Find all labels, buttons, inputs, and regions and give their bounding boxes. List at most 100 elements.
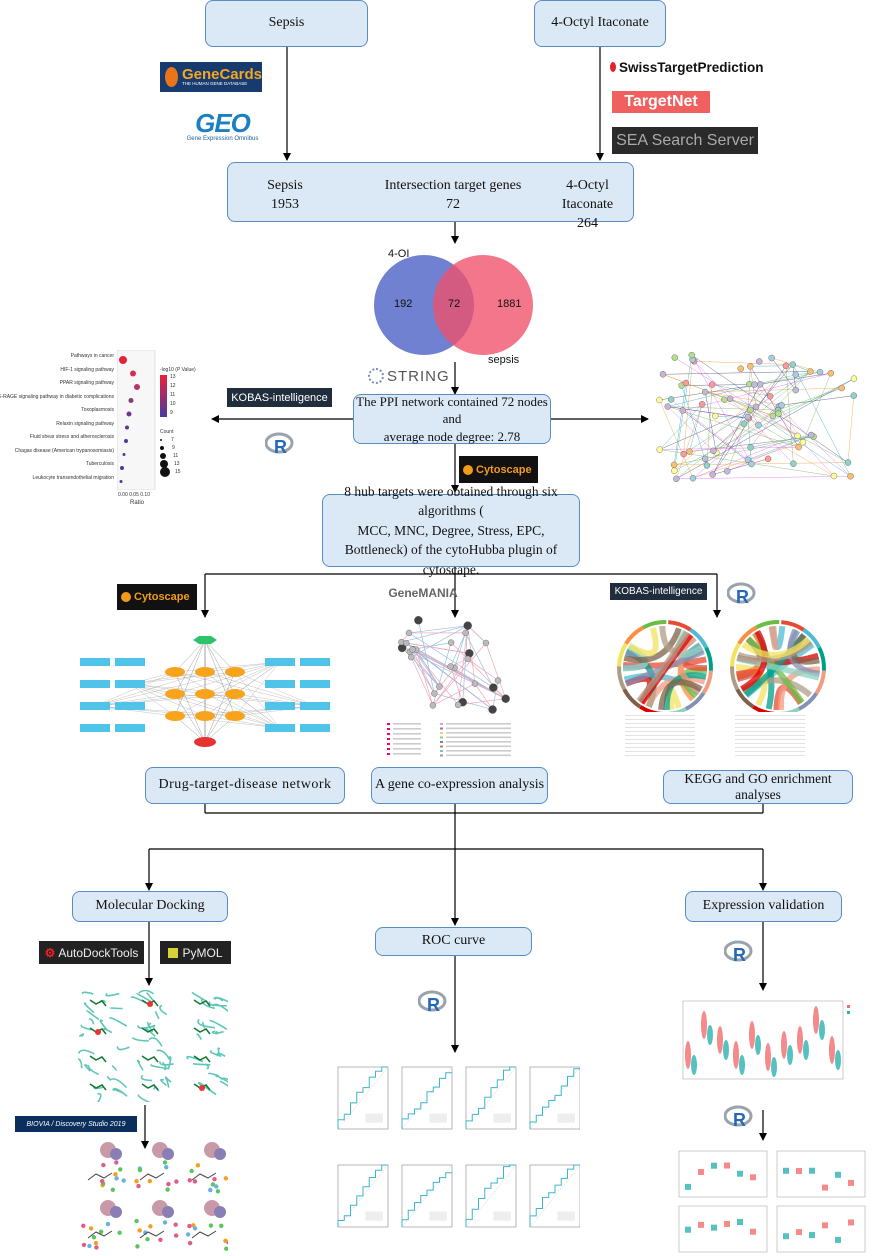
docking-helix [148, 1037, 163, 1047]
docking-helix [131, 1036, 149, 1042]
genemania-node [403, 639, 410, 647]
ds-residue [91, 1235, 97, 1240]
genemania-edge [465, 632, 494, 688]
kegg-pathway-label: HIF-1 signaling pathway [60, 366, 114, 373]
violin-normal [787, 1045, 793, 1065]
chord-arc [797, 692, 819, 711]
docking-helix [137, 1024, 156, 1029]
ds-residue [94, 1245, 99, 1250]
ds-protein-blob [214, 1206, 226, 1218]
docking-helix [109, 1006, 123, 1010]
roc-legend [557, 1113, 575, 1123]
biovia-logo: BIOVIA / Discovery Studio 2019 [15, 1116, 137, 1132]
venn-diagram: 4-OI sepsis 192 72 1881 [374, 248, 533, 365]
ppi-node [850, 392, 858, 399]
genemania-edge [408, 625, 468, 634]
ppi-node [712, 412, 719, 420]
dtd-hub-node [195, 689, 215, 699]
kegg-pathway-label: Tuberculosis [85, 461, 114, 467]
ppi-line-2: average node degree: 2.78 [383, 428, 521, 444]
ppi-edge [674, 378, 855, 472]
gm-legend-swatch [440, 736, 443, 739]
ppi-edge [659, 446, 799, 450]
genemania-edge [450, 642, 468, 660]
dtd-edge [204, 639, 236, 673]
ppi-node [766, 393, 774, 400]
ppi-edge [706, 384, 713, 466]
genemania-edge [408, 632, 494, 688]
hub-line-1: 8 hub targets were obtained through six … [344, 483, 558, 519]
ppi-node [671, 467, 678, 474]
docking-helix [105, 992, 120, 997]
ds-residue [224, 1246, 228, 1251]
ds-residue [187, 1178, 192, 1183]
dtd-edge [129, 683, 236, 695]
ppi-node [847, 473, 854, 480]
boxplot-box [711, 1162, 717, 1169]
ppi-edge [667, 374, 796, 407]
ds-residue [162, 1160, 168, 1165]
molecular-docking-box: Molecular Docking [72, 891, 228, 922]
expression-validation-box: Expression validation [685, 891, 842, 922]
dtd-edge [174, 661, 281, 695]
dtd-hub-node [195, 711, 215, 721]
gm-legend-text [446, 732, 511, 734]
ppi-node [751, 381, 758, 388]
ds-residue [113, 1172, 118, 1177]
pymol-logo: PyMOL [160, 941, 231, 964]
ppi-edge [659, 404, 703, 450]
ds-residue [134, 1178, 139, 1184]
ppi-edge [674, 462, 849, 466]
docking-helix [201, 1021, 206, 1030]
chord-legend-left [625, 712, 695, 757]
docking-ligand [89, 1083, 107, 1091]
chord-arc [642, 620, 667, 630]
ds-residue [114, 1160, 119, 1165]
chord-arc [622, 688, 642, 709]
docking-helix [140, 1074, 153, 1082]
genemania-node [429, 702, 437, 709]
ppi-node [710, 447, 717, 455]
ppi-edge [715, 415, 749, 419]
docking-helix [137, 1094, 151, 1102]
genemania-edge [412, 649, 435, 694]
docking-structures-image [78, 990, 228, 1102]
hub-targets-box: 8 hub targets were obtained through six … [322, 484, 580, 577]
ppi-node [667, 396, 675, 403]
chord-arc [781, 620, 805, 632]
ppi-node [747, 363, 754, 370]
chord-ribbon [623, 627, 682, 663]
r-logo-kegg: R [727, 582, 756, 606]
dtd-hub-node [225, 711, 245, 721]
ppi-node [686, 448, 693, 455]
genemania-edge [462, 625, 469, 703]
dtd-disease-node [194, 737, 216, 747]
ppi-edge [676, 404, 703, 479]
genemania-node [447, 639, 455, 646]
ppi-edge [712, 458, 769, 475]
roc-legend [493, 1211, 511, 1221]
ds-residue [148, 1224, 153, 1229]
genemania-edge [401, 647, 506, 700]
gm-legend-swatch [387, 748, 390, 750]
ds-ligand [139, 1230, 165, 1239]
ds-residue [93, 1240, 99, 1246]
chord-arc [624, 625, 645, 645]
docking-helix [78, 1049, 95, 1055]
ppi-node [794, 432, 801, 440]
discovery-studio-interactions-image [81, 1142, 228, 1251]
chord-arc [617, 666, 627, 691]
genemania-network-image [387, 616, 511, 757]
dtd-edge [174, 693, 206, 743]
ds-protein-blob [162, 1206, 174, 1218]
kegg-size-value: 7 [160, 436, 181, 444]
docking-helix [138, 990, 155, 995]
genemania-name: GeneMANIA [388, 586, 458, 600]
dtd-edge [174, 639, 206, 695]
dtd-edge [174, 639, 206, 673]
autodock-icon: ⚙ [44, 945, 56, 960]
ds-protein-blob [110, 1148, 122, 1160]
boxplot-frame [776, 1205, 866, 1253]
genemania-node [489, 683, 498, 692]
ppi-node [778, 402, 785, 409]
